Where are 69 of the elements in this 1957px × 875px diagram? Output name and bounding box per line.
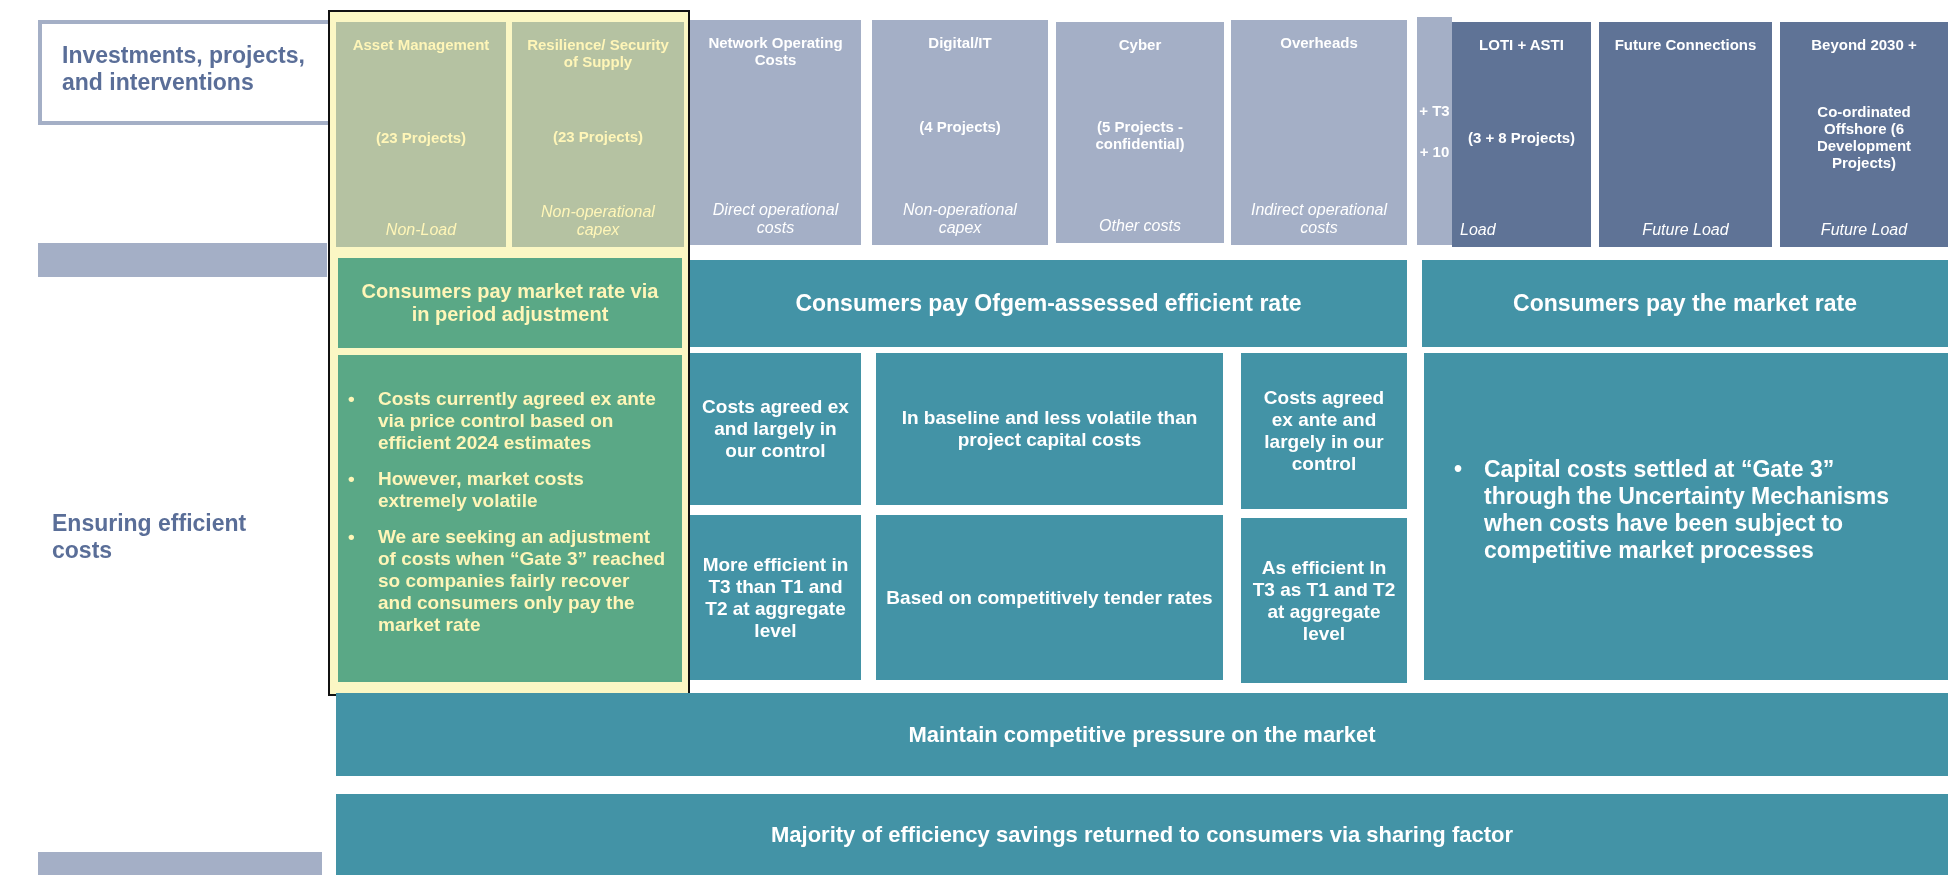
project-count: (23 Projects)	[374, 128, 467, 146]
bullet-text: • Capital costs settled at “Gate 3” through the Uncertainty Mechanisms when costs have been subject to competitive market processes	[1454, 455, 1891, 564]
row-title: Ensuring efficient costs	[52, 510, 248, 564]
cost-type: Indirect operational costs	[1249, 201, 1389, 237]
cost-type: Non-Load	[384, 221, 458, 239]
rate-text: Consumers pay market rate via in period adjustment	[360, 280, 660, 326]
note-box	[1241, 353, 1407, 509]
banner-box	[336, 794, 1948, 875]
note-box	[876, 353, 1223, 505]
category-title: Overheads	[1279, 34, 1359, 51]
category-box	[1054, 20, 1226, 245]
category-title: Future Connections	[1613, 36, 1758, 53]
cost-type: Load	[1460, 221, 1497, 239]
rate-box	[338, 258, 682, 348]
category-box	[1452, 22, 1591, 247]
note-text: As efficient In T3 as T1 and T2 at aggregate level	[1251, 556, 1397, 645]
note-text: In baseline and less volatile than project capital costs	[900, 407, 1199, 451]
project-count: (3 + 8 Projects)	[1466, 128, 1577, 146]
cost-type: Direct operational costs	[711, 201, 840, 237]
note-text: Costs agreed ex and largely in our control	[701, 396, 850, 462]
highlight-frame	[328, 10, 690, 696]
bullet-text: • Costs currently agreed ex ante via price control based on efficient 2024 estimates	[348, 387, 657, 454]
category-box	[1599, 22, 1772, 247]
project-count: (4 Projects)	[918, 117, 1002, 135]
category-box	[872, 20, 1048, 245]
cost-type: Non-operational capex	[540, 203, 656, 239]
bullet-text: • We are seeking an adjustment of costs when “Gate 3” reached so companies fairly recover and consumers only pay the market rate	[348, 525, 666, 636]
note-text: Costs agreed ex ante and largely in our control	[1262, 387, 1386, 475]
note-box	[690, 515, 861, 680]
rate-text: Consumers pay the market rate	[1512, 290, 1858, 317]
rate-box	[690, 260, 1407, 347]
divider-band	[38, 852, 322, 875]
category-box	[1780, 22, 1948, 247]
category-title: Beyond 2030 +	[1810, 36, 1918, 53]
category-title: Digital/IT	[927, 34, 993, 51]
bullet-text: • However, market costs extremely volatile	[348, 467, 585, 512]
note-box	[1241, 518, 1407, 683]
banner-box	[336, 693, 1948, 776]
cost-type: Non-operational capex	[902, 201, 1018, 237]
note-box	[338, 355, 682, 682]
note-box	[690, 353, 861, 505]
divider-band	[38, 243, 327, 277]
category-title: LOTI + ASTI	[1478, 36, 1565, 53]
note-text: More efficient in T3 than T1 and T2 at aggregate level	[701, 553, 850, 642]
note-box	[1424, 353, 1948, 680]
tier-label: + 10	[1419, 143, 1450, 160]
rate-box	[1422, 260, 1948, 347]
category-title: Cyber	[1117, 36, 1163, 53]
category-box	[690, 20, 861, 245]
note-box	[876, 515, 1223, 680]
banner-text: Maintain competitive pressure on the market	[907, 721, 1377, 748]
cost-type: Other costs	[1098, 217, 1182, 235]
category-title: Network Operating Costs	[707, 34, 844, 68]
tier-label: + T3	[1419, 102, 1450, 119]
row-title: Investments, projects, and interventions	[62, 42, 306, 96]
category-title: Resilience/ Security of Supply	[526, 36, 670, 70]
category-box	[512, 22, 684, 247]
category-box	[1231, 20, 1407, 245]
category-title: Asset Management	[351, 36, 491, 53]
cost-type: Future Load	[1641, 221, 1730, 239]
project-count: (23 Projects)	[551, 128, 644, 145]
cost-type: Future Load	[1819, 221, 1909, 239]
project-count: (5 Projects - confidential)	[1094, 118, 1186, 152]
banner-text: Majority of efficiency savings returned to consumers via sharing factor	[769, 821, 1515, 848]
category-box	[336, 22, 506, 247]
rate-text: Consumers pay Ofgem-assessed efficient rate	[794, 290, 1303, 317]
project-count: Co-ordinated Offshore (6 Development Projects)	[1815, 103, 1913, 171]
tier-box	[1417, 17, 1452, 245]
note-text: Based on competitively tender rates	[886, 586, 1213, 609]
